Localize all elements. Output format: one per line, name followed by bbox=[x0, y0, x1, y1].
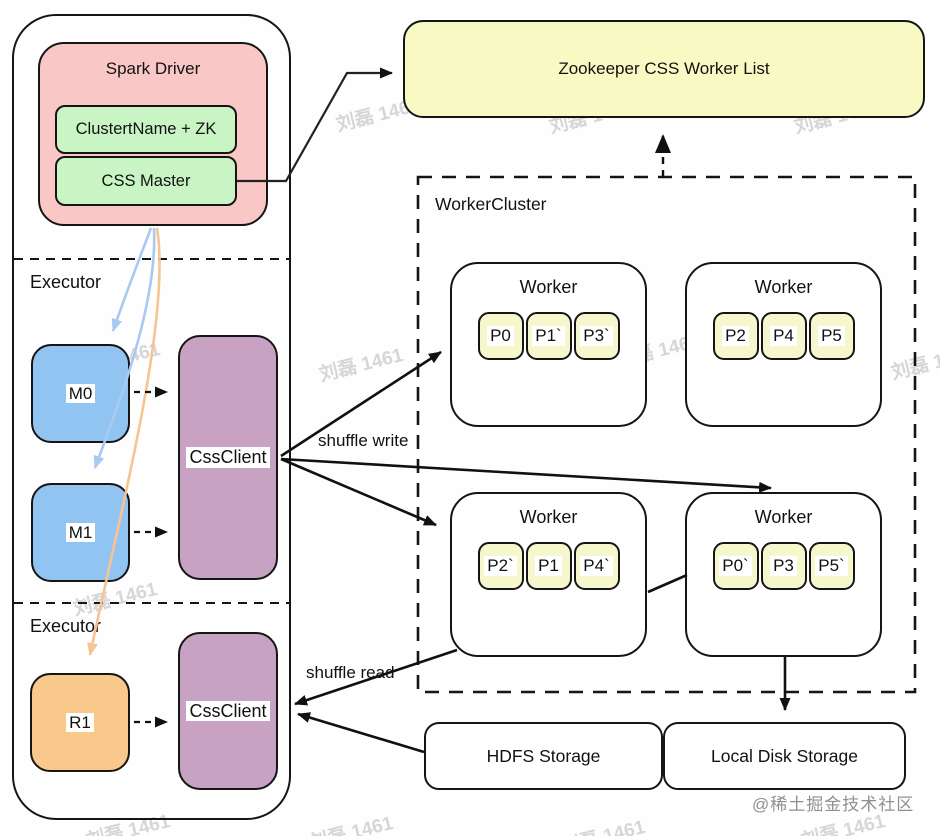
shuffle-write-label: shuffle write bbox=[318, 431, 409, 450]
partition-box: P4 bbox=[760, 312, 807, 360]
partition-box: P3` bbox=[573, 312, 620, 360]
partition-box: P4` bbox=[573, 542, 620, 590]
worker-title: Worker bbox=[519, 277, 578, 297]
local-disk-storage-label: Local Disk Storage bbox=[711, 745, 858, 766]
partition-box: P1` bbox=[525, 312, 572, 360]
watermark: 刘磊 1461 bbox=[889, 342, 940, 384]
map-task-m1-label: M1 bbox=[65, 522, 96, 543]
partition-row: P2 P4 P5 bbox=[687, 312, 880, 360]
local-disk-storage-box: Local Disk Storage bbox=[663, 722, 906, 790]
partition-label: P0` bbox=[719, 556, 752, 576]
css-client-top-box: CssClient bbox=[178, 335, 278, 580]
partition-label: P3 bbox=[770, 556, 797, 576]
clustername-zk-box: ClustertName + ZK bbox=[55, 105, 237, 154]
community-credit-label: @稀土掘金技术社区 bbox=[752, 795, 915, 814]
partition-label: P1 bbox=[535, 556, 562, 576]
watermark: 刘磊 1461 bbox=[307, 812, 396, 836]
map-task-m0: M0 bbox=[31, 344, 130, 443]
worker-box-1: Worker P0 P1` P3` bbox=[450, 262, 647, 427]
partition-label: P4 bbox=[770, 326, 797, 346]
partition-label: P2` bbox=[484, 556, 517, 576]
map-task-m1: M1 bbox=[31, 483, 130, 582]
css-client-bottom-label: CssClient bbox=[186, 700, 270, 722]
css-client-bottom-box: CssClient bbox=[178, 632, 278, 790]
worker-title: Worker bbox=[754, 277, 813, 297]
arrow-shuffle-write-worker3 bbox=[280, 457, 437, 527]
shuffle-read-label: shuffle read bbox=[306, 663, 395, 682]
reduce-task-r1-label: R1 bbox=[66, 712, 94, 733]
hdfs-storage-label: HDFS Storage bbox=[486, 745, 601, 766]
partition-label: P5 bbox=[818, 326, 845, 346]
partition-label: P4` bbox=[580, 556, 613, 576]
worker-title: Worker bbox=[519, 507, 578, 527]
partition-box: P2 bbox=[712, 312, 759, 360]
partition-label: P5` bbox=[815, 556, 848, 576]
partition-label: P2 bbox=[722, 326, 749, 346]
partition-row: P0` P3 P5` bbox=[687, 542, 880, 590]
partition-box: P5` bbox=[808, 542, 855, 590]
worker-box-3: Worker P2` P1 P4` bbox=[450, 492, 647, 657]
partition-label: P1` bbox=[532, 326, 565, 346]
executor-top-label: Executor bbox=[30, 272, 102, 292]
map-task-m0-label: M0 bbox=[65, 383, 96, 404]
arrow-shuffle-read-from-hdfs bbox=[297, 712, 425, 754]
css-master-box: CSS Master bbox=[55, 156, 237, 206]
css-master-label: CSS Master bbox=[101, 171, 191, 190]
worker-box-2: Worker P2 P4 P5 bbox=[685, 262, 882, 427]
line-worker3-worker4 bbox=[647, 573, 688, 594]
zookeeper-worker-list-box: Zookeeper CSS Worker List bbox=[403, 20, 925, 118]
partition-box: P0` bbox=[712, 542, 759, 590]
executor-bottom-label: Executor bbox=[30, 616, 102, 636]
partition-box: P5 bbox=[808, 312, 855, 360]
partition-box: P3 bbox=[760, 542, 807, 590]
watermark: 刘磊 1461 bbox=[558, 812, 648, 836]
zookeeper-worker-list-label: Zookeeper CSS Worker List bbox=[558, 59, 770, 78]
reduce-task-r1: R1 bbox=[30, 673, 130, 772]
watermark: 刘磊 1461 bbox=[317, 344, 406, 386]
arrow-shuffle-write-worker4 bbox=[280, 457, 772, 493]
worker-title: Worker bbox=[754, 507, 813, 527]
partition-row: P2` P1 P4` bbox=[452, 542, 645, 590]
partition-row: P0 P1` P3` bbox=[452, 312, 645, 360]
worker-box-4: Worker P0` P3 P5` bbox=[685, 492, 882, 657]
clustername-zk-label: ClustertName + ZK bbox=[75, 120, 217, 138]
spark-driver-title: Spark Driver bbox=[105, 59, 201, 78]
partition-box: P0 bbox=[477, 312, 524, 360]
css-client-top-label: CssClient bbox=[186, 447, 270, 468]
partition-box: P2` bbox=[477, 542, 524, 590]
partition-box: P1 bbox=[525, 542, 572, 590]
partition-label: P3` bbox=[580, 326, 613, 346]
worker-cluster-label: WorkerCluster bbox=[435, 194, 547, 214]
hdfs-storage-box: HDFS Storage bbox=[424, 722, 663, 790]
partition-label: P0 bbox=[487, 326, 514, 346]
